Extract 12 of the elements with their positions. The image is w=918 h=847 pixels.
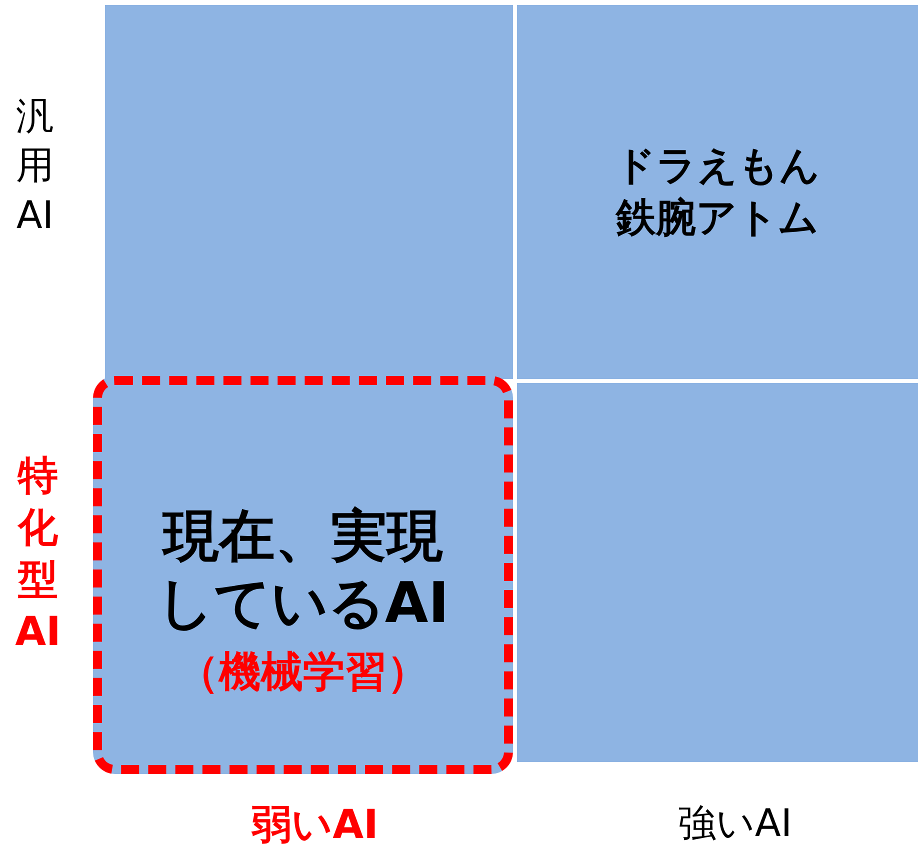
axis-label: 強いAI bbox=[676, 800, 794, 847]
highlight-note: （機械学習） bbox=[177, 646, 429, 698]
axis-label: 弱いAI bbox=[250, 801, 380, 847]
quadrant-text: ドラえもん bbox=[615, 142, 820, 190]
quadrant-panel bbox=[105, 5, 513, 379]
quadrant-panel bbox=[517, 5, 918, 379]
quadrant-text: 鉄腕アトム bbox=[616, 194, 819, 242]
highlight-text: 現在、実現しているAI bbox=[156, 502, 450, 637]
highlighted-quadrant bbox=[93, 376, 513, 774]
axis-label: 特化型AI bbox=[14, 452, 62, 657]
quadrant-panel bbox=[517, 383, 918, 762]
axis-label: 汎用AI bbox=[15, 93, 55, 239]
